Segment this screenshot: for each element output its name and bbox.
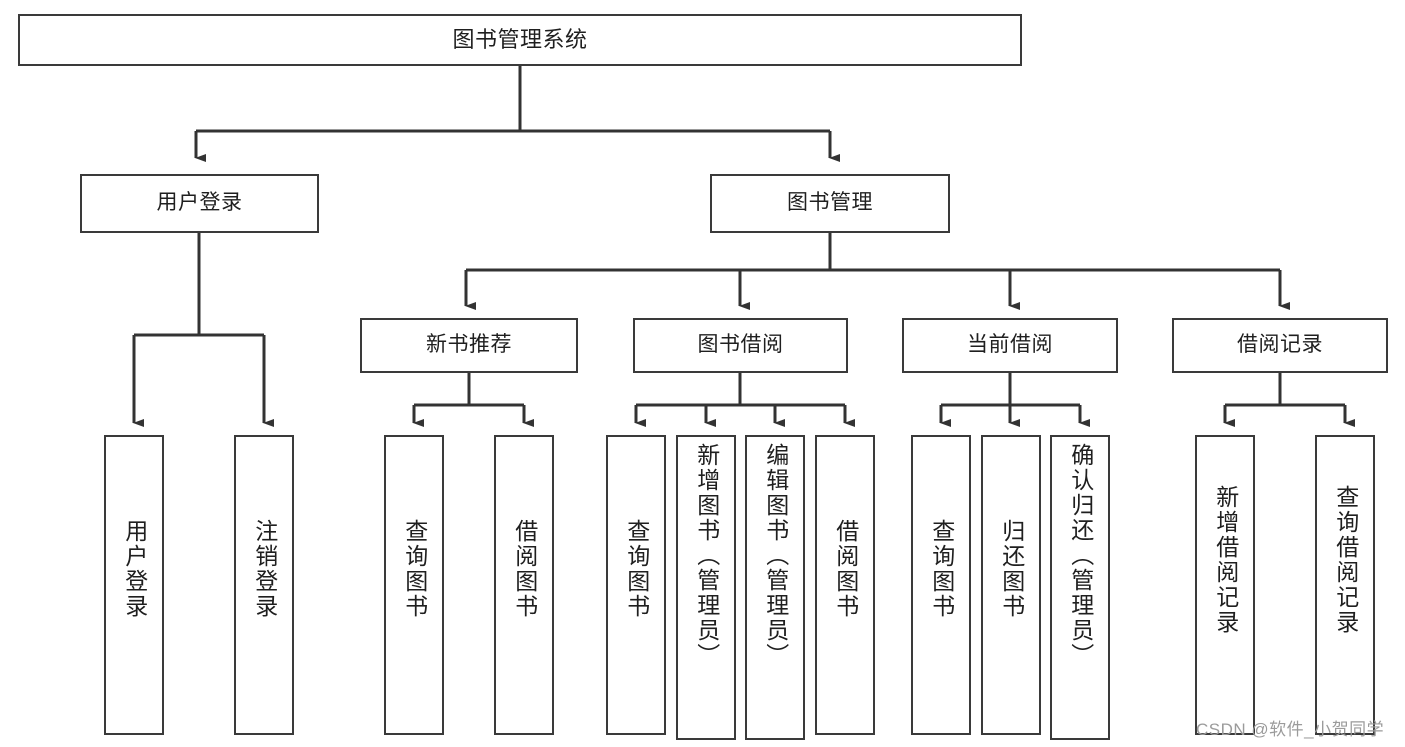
node-label: 编辑图书（管理员） xyxy=(762,443,789,668)
node-label: 查询图书 xyxy=(928,519,955,619)
node-label: 用户登录 xyxy=(121,519,148,619)
node-label: 查询借阅记录 xyxy=(1332,485,1359,635)
node-label: 借阅图书 xyxy=(511,519,538,619)
node-label: 新书推荐 xyxy=(426,333,512,357)
leaf-recommend-borrow-book[interactable]: 借阅图书 xyxy=(494,435,554,735)
leaf-user-login-logout[interactable]: 注销登录 xyxy=(234,435,294,735)
node-current-borrow[interactable]: 当前借阅 xyxy=(902,318,1118,373)
node-label: 图书管理系统 xyxy=(452,27,588,53)
leaf-user-login-login[interactable]: 用户登录 xyxy=(104,435,164,735)
node-label: 归还图书 xyxy=(998,519,1025,619)
node-book-management[interactable]: 图书管理 xyxy=(710,174,950,233)
leaf-borrow-query-book[interactable]: 查询图书 xyxy=(606,435,666,735)
node-user-login[interactable]: 用户登录 xyxy=(80,174,319,233)
leaf-recommend-query-book[interactable]: 查询图书 xyxy=(384,435,444,735)
node-label: 注销登录 xyxy=(251,519,278,619)
node-borrow-record[interactable]: 借阅记录 xyxy=(1172,318,1388,373)
csdn-watermark: CSDN @软件_小贺同学 xyxy=(1196,720,1385,739)
node-new-book-recommend[interactable]: 新书推荐 xyxy=(360,318,578,373)
leaf-record-query-record[interactable]: 查询借阅记录 xyxy=(1315,435,1375,735)
node-label: 查询图书 xyxy=(623,519,650,619)
leaf-borrow-edit-book-admin[interactable]: 编辑图书（管理员） xyxy=(745,435,805,740)
node-book-borrow[interactable]: 图书借阅 xyxy=(633,318,848,373)
node-label: 确认归还（管理员） xyxy=(1067,443,1094,668)
node-root-system[interactable]: 图书管理系统 xyxy=(18,14,1022,66)
node-label: 当前借阅 xyxy=(967,333,1053,357)
leaf-current-query-book[interactable]: 查询图书 xyxy=(911,435,971,735)
leaf-current-confirm-return-admin[interactable]: 确认归还（管理员） xyxy=(1050,435,1110,740)
node-label: 借阅记录 xyxy=(1237,333,1323,357)
node-label: 新增借阅记录 xyxy=(1212,485,1239,635)
node-label: 查询图书 xyxy=(401,519,428,619)
leaf-current-return-book[interactable]: 归还图书 xyxy=(981,435,1041,735)
node-label: 新增图书（管理员） xyxy=(693,443,720,668)
node-label: 图书借阅 xyxy=(697,333,784,357)
leaf-borrow-borrow-book[interactable]: 借阅图书 xyxy=(815,435,875,735)
node-label: 用户登录 xyxy=(156,191,243,215)
leaf-borrow-add-book-admin[interactable]: 新增图书（管理员） xyxy=(676,435,736,740)
node-label: 借阅图书 xyxy=(832,519,859,619)
leaf-record-add-record[interactable]: 新增借阅记录 xyxy=(1195,435,1255,735)
node-label: 图书管理 xyxy=(787,191,873,215)
